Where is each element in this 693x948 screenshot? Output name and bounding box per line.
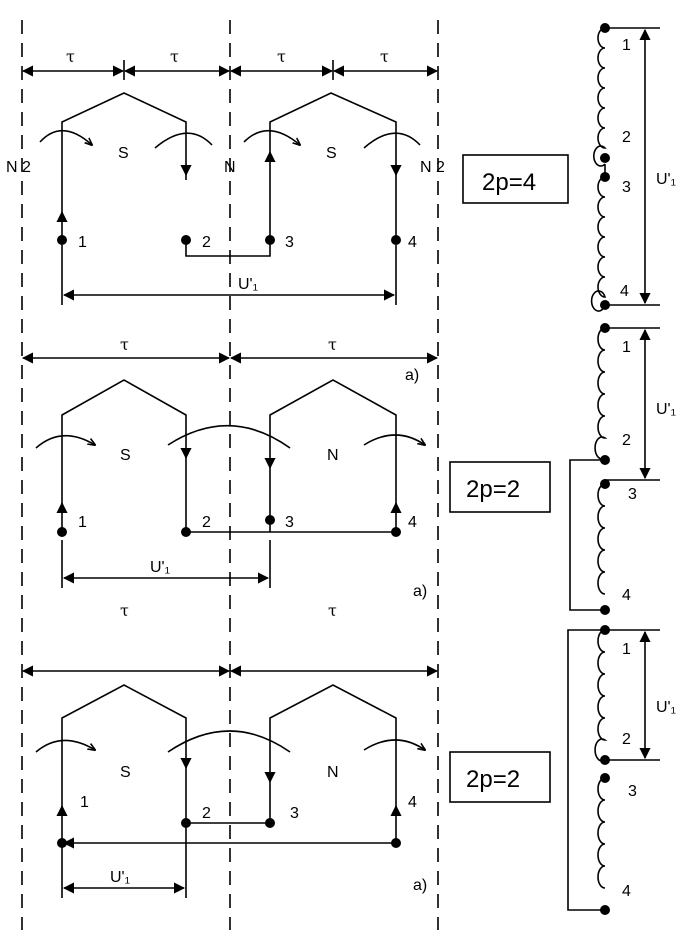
terminal-1: 1 <box>78 234 87 251</box>
terminal-2: 2 <box>202 514 211 531</box>
terminal-3: 3 <box>290 805 299 822</box>
coil-terminal-3: 3 <box>622 179 631 196</box>
pole-box-top-label: 2p=4 <box>482 169 536 196</box>
pole-s: S <box>120 447 131 464</box>
coil-voltage-label: U'₁ <box>656 699 676 716</box>
panel-2p2-b <box>35 684 425 898</box>
terminal-2: 2 <box>202 805 211 822</box>
coil-terminal-3: 3 <box>628 783 637 800</box>
coil-terminal-3: 3 <box>628 486 637 503</box>
pole-box-top <box>462 154 569 204</box>
pole-n: N <box>224 159 236 176</box>
tau-label: τ <box>120 335 129 354</box>
tau-label: τ <box>380 47 389 66</box>
coil-terminal-4: 4 <box>622 883 631 900</box>
panel-2p2-a <box>35 379 425 588</box>
terminal-3: 3 <box>285 234 294 251</box>
terminal-1: 1 <box>78 514 87 531</box>
terminal-4: 4 <box>408 234 417 251</box>
pole-n2-left: N 2 <box>6 159 31 176</box>
coil-schematic-bottom <box>567 629 660 911</box>
pole-box-bottom <box>449 751 551 803</box>
coil-terminal-2: 2 <box>622 129 631 146</box>
coil-voltage-label: U'₁ <box>656 401 676 418</box>
pole-box-middle <box>449 461 551 513</box>
terminal-3: 3 <box>285 514 294 531</box>
terminal-2: 2 <box>202 234 211 251</box>
pole-s: S <box>326 145 337 162</box>
tau-label: τ <box>120 601 129 620</box>
tau-label: τ <box>328 335 337 354</box>
voltage-label: U'₁ <box>150 559 170 576</box>
coil-terminal-1: 1 <box>622 641 631 658</box>
coil-terminal-2: 2 <box>622 731 631 748</box>
pole-n2-right: N 2 <box>420 159 445 176</box>
tau-label: τ <box>277 47 286 66</box>
tau-label: τ <box>66 47 75 66</box>
coil-terminal-1: 1 <box>622 339 631 356</box>
coil-terminal-1: 1 <box>622 37 631 54</box>
terminal-1: 1 <box>80 794 89 811</box>
panel-2p4 <box>21 65 439 305</box>
terminal-4: 4 <box>408 514 417 531</box>
pole-s: S <box>120 764 131 781</box>
pole-box-middle-label: 2p=2 <box>466 476 520 503</box>
coil-voltage-label: U'₁ <box>656 171 676 188</box>
pole-n: N <box>327 447 339 464</box>
pole-s: S <box>118 145 129 162</box>
terminal-dots <box>57 23 610 915</box>
pole-n: N <box>327 764 339 781</box>
figure-tag: a) <box>413 877 427 894</box>
coil-terminal-4: 4 <box>622 587 631 604</box>
coil-terminal-2: 2 <box>622 432 631 449</box>
coil-schematic-middle <box>569 327 660 611</box>
coil-schematic-top <box>590 27 660 312</box>
voltage-label: U'₁ <box>238 276 258 293</box>
voltage-label: U'₁ <box>110 869 130 886</box>
coil-terminal-4: 4 <box>620 283 629 300</box>
terminal-4: 4 <box>408 794 417 811</box>
figure-tag: a) <box>405 367 419 384</box>
figure-tag: a) <box>413 583 427 600</box>
tau-label: τ <box>170 47 179 66</box>
tau-label: τ <box>328 601 337 620</box>
pole-box-bottom-label: 2p=2 <box>466 766 520 793</box>
